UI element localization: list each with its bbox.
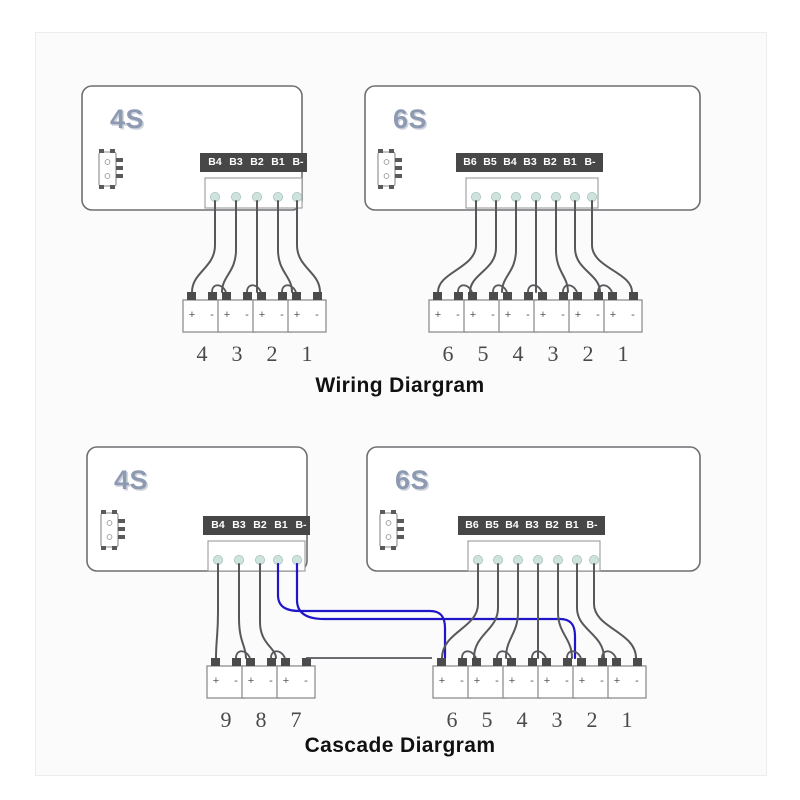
cascade-cell-number-9: 9 (220, 707, 232, 732)
cell-terminal-plus: + (469, 309, 477, 321)
cascade-4s-pin-label-bminus: B- (295, 519, 307, 531)
wiring-4s-cell-number-2: 2 (266, 341, 278, 366)
cascade-cell-number-8: 8 (255, 707, 267, 732)
cell-terminal-plus: + (504, 309, 512, 321)
cell-terminal-plus: + (188, 309, 196, 321)
cell-terminal-plus: + (543, 675, 551, 687)
cell-terminal-plus: + (613, 675, 621, 687)
cell-terminal-plus: + (508, 675, 516, 687)
cascade-4s-pin-label-b4: B4 (211, 519, 225, 531)
wiring-6s-cell-number-6: 6 (442, 341, 454, 366)
wiring-6s-pin-label-b5: B5 (483, 156, 497, 168)
cascade-cell-number-2: 2 (586, 707, 598, 732)
cascade-4s-pin-label-b3: B3 (232, 519, 246, 531)
wiring-6s-cell-number-3: 3 (547, 341, 559, 366)
wiring-6s-cell-number-5: 5 (477, 341, 489, 366)
cell-terminal-minus: - (460, 675, 464, 687)
cell-terminal-minus: - (526, 309, 530, 321)
cell-terminal-minus: - (315, 309, 319, 321)
cell-terminal-minus: - (600, 675, 604, 687)
wiring-6s-pin-label-b2: B2 (543, 156, 557, 168)
wiring-6s-pin-label-b3: B3 (523, 156, 537, 168)
cell-terminal-plus: + (438, 675, 446, 687)
wiring-4s-pin-label-bminus: B- (292, 156, 304, 168)
cell-terminal-plus: + (293, 309, 301, 321)
cascade-diagram-caption: Cascade Diargram (304, 734, 496, 757)
wiring-6s-cell-number-1: 1 (617, 341, 629, 366)
cascade-cell-number-6: 6 (446, 707, 458, 732)
wiring-6s-pin-label-b6: B6 (463, 156, 477, 168)
cascade-4s-module-tag: 4S (114, 465, 149, 495)
wiring-6s-module-tag: 6S (393, 104, 428, 134)
cell-terminal-plus: + (247, 675, 255, 687)
diagram-panel (35, 32, 767, 776)
wiring-diagram-caption: Wiring Diargram (315, 374, 485, 397)
cell-terminal-plus: + (434, 309, 442, 321)
wiring-6s-pin-label-bminus: B- (584, 156, 596, 168)
wiring-6s-cell-number-4: 4 (512, 341, 524, 366)
cascade-cell-number-4: 4 (516, 707, 528, 732)
cell-terminal-minus: - (304, 675, 308, 687)
wiring-4s-pin-label-b4: B4 (208, 156, 222, 168)
cascade-6s-pin-label-b3: B3 (525, 519, 539, 531)
cascade-6s-pin-label-b5: B5 (485, 519, 499, 531)
cell-terminal-minus: - (245, 309, 249, 321)
cell-terminal-plus: + (258, 309, 266, 321)
cell-terminal-minus: - (491, 309, 495, 321)
cell-terminal-minus: - (631, 309, 635, 321)
cell-terminal-minus: - (280, 309, 284, 321)
cascade-6s-pin-label-b2: B2 (545, 519, 559, 531)
cell-terminal-plus: + (212, 675, 220, 687)
cascade-6s-pin-label-b4: B4 (505, 519, 519, 531)
cascade-4s-pin-label-b1: B1 (274, 519, 288, 531)
wiring-4s-cell-number-4: 4 (196, 341, 208, 366)
wiring-4s-pin-label-b3: B3 (229, 156, 243, 168)
cell-terminal-minus: - (530, 675, 534, 687)
wiring-4s-cell-number-1: 1 (301, 341, 313, 366)
cell-terminal-plus: + (609, 309, 617, 321)
cell-terminal-plus: + (473, 675, 481, 687)
cell-terminal-minus: - (561, 309, 565, 321)
cascade-6s-pin-label-b6: B6 (465, 519, 479, 531)
cell-terminal-minus: - (635, 675, 639, 687)
cell-terminal-minus: - (565, 675, 569, 687)
cell-terminal-plus: + (574, 309, 582, 321)
cell-terminal-minus: - (234, 675, 238, 687)
cell-terminal-minus: - (495, 675, 499, 687)
cell-terminal-minus: - (596, 309, 600, 321)
cascade-6s-pin-label-bminus: B- (586, 519, 598, 531)
wiring-4s-module-tag: 4S (110, 104, 145, 134)
cascade-cell-number-3: 3 (551, 707, 563, 732)
wiring-4s-cell-number-3: 3 (231, 341, 243, 366)
cell-terminal-minus: - (269, 675, 273, 687)
cell-terminal-minus: - (210, 309, 214, 321)
cascade-cell-number-5: 5 (481, 707, 493, 732)
cell-terminal-minus: - (456, 309, 460, 321)
cascade-6s-pin-label-b1: B1 (565, 519, 579, 531)
cell-terminal-plus: + (282, 675, 290, 687)
cell-terminal-plus: + (539, 309, 547, 321)
wiring-6s-cell-number-2: 2 (582, 341, 594, 366)
wiring-4s-pin-label-b1: B1 (271, 156, 285, 168)
cell-terminal-plus: + (578, 675, 586, 687)
wiring-4s-pin-label-b2: B2 (250, 156, 264, 168)
wiring-6s-pin-label-b1: B1 (563, 156, 577, 168)
cascade-cell-number-1: 1 (621, 707, 633, 732)
cascade-4s-pin-label-b2: B2 (253, 519, 267, 531)
cascade-6s-module-tag: 6S (395, 465, 430, 495)
wiring-6s-pin-label-b4: B4 (503, 156, 517, 168)
cell-terminal-plus: + (223, 309, 231, 321)
cascade-cell-number-7: 7 (290, 707, 302, 732)
